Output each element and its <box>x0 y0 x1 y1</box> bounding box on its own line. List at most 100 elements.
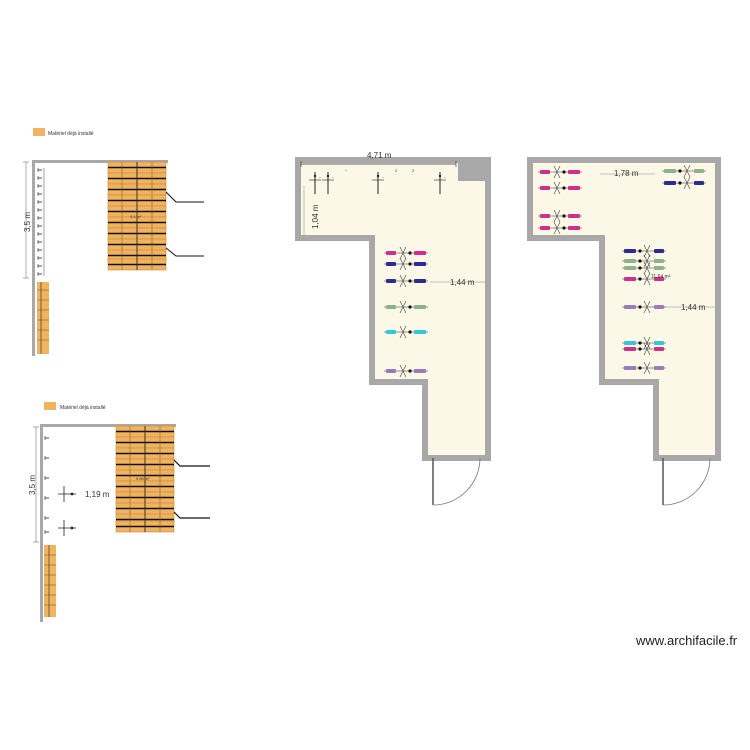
bike-symbol <box>662 164 706 178</box>
bike-hub <box>678 181 682 185</box>
bike-symbol <box>384 325 428 339</box>
bike-hub <box>562 170 566 174</box>
plan-b <box>33 424 210 622</box>
bike-symbol <box>384 246 428 260</box>
bike-rack-b <box>58 486 76 536</box>
bike-hub <box>408 262 412 266</box>
bike-hub <box>408 251 412 255</box>
bike-wheel <box>414 369 426 373</box>
bike-wheel <box>624 305 636 309</box>
wall-bikes-c: ^ 2 2 <box>308 168 447 195</box>
bike-wheel <box>654 277 664 281</box>
bike-symbol <box>384 274 428 288</box>
bike-frame <box>553 209 561 223</box>
bike-wheel <box>568 214 580 218</box>
bike-wheel <box>386 262 396 266</box>
plan-b-dim-left: 3,5 m <box>28 475 37 495</box>
installed-stack-a <box>37 282 49 354</box>
bike-frame <box>643 336 651 350</box>
bike-wheel <box>624 249 636 253</box>
plan-d-area: 11,64 m² <box>651 274 671 280</box>
bike-frame <box>643 244 651 258</box>
bike-wheel <box>624 366 636 370</box>
svg-text:2: 2 <box>395 168 398 173</box>
bike-wheel <box>654 266 664 270</box>
bike-hub <box>638 259 642 263</box>
plan-d <box>527 157 721 506</box>
bike-hub <box>562 186 566 190</box>
plan-b-dim-inner: 1,19 m <box>85 490 110 499</box>
bike-frame <box>643 272 651 286</box>
door-d <box>662 457 711 506</box>
bike-frame <box>399 246 407 260</box>
svg-text:^: ^ <box>345 168 347 173</box>
bike-hub <box>638 366 642 370</box>
bike-hub <box>408 279 412 283</box>
bike-wheel <box>624 341 636 345</box>
bike-hub <box>638 277 642 281</box>
bike-frame <box>683 164 691 178</box>
bike-frame <box>553 181 561 195</box>
bike-frame <box>643 261 651 275</box>
wall-hooks-a <box>37 167 45 277</box>
bike-wheel <box>386 251 396 255</box>
bike-wheel <box>386 369 396 373</box>
bike-frame <box>399 257 407 271</box>
bike-symbol <box>622 244 666 258</box>
installed-rack-a <box>107 161 204 271</box>
bike-symbol <box>538 209 582 223</box>
bike-wheel <box>540 170 550 174</box>
plan-a-area: 9,4 m² <box>130 214 142 219</box>
bike-hub <box>638 305 642 309</box>
bike-wheel <box>568 170 580 174</box>
bike-frame <box>399 300 407 314</box>
door-c <box>432 457 481 506</box>
bike-wheel <box>540 214 550 218</box>
bike-symbol <box>384 300 428 314</box>
plan-c-dim-top: 4,71 m <box>367 151 392 160</box>
bike-wheel <box>386 305 396 309</box>
bike-frame <box>553 165 561 179</box>
svg-text:2: 2 <box>412 168 415 173</box>
bike-wheel <box>414 262 426 266</box>
bike-wheel <box>414 251 426 255</box>
bike-symbol <box>622 342 666 356</box>
installed-stack-b <box>44 545 56 617</box>
plan-b-area: 9,85 m² <box>136 476 150 481</box>
bike-wheel <box>664 169 676 173</box>
bike-frame <box>643 300 651 314</box>
bike-hub <box>408 369 412 373</box>
plan-c-dim-left: 1,04 m <box>311 204 320 229</box>
legend-bottom-label: Matériel déjà installé <box>60 405 106 411</box>
bike-wheel <box>624 277 636 281</box>
bike-wheel <box>694 169 704 173</box>
bike-wheel <box>624 266 636 270</box>
legend-top-label: Matériel déjà installé <box>48 131 94 137</box>
archifacile-watermark: www.archifacile.fr <box>636 633 738 648</box>
bike-wheel <box>414 279 426 283</box>
bike-symbol <box>384 364 428 378</box>
bike-frame <box>643 342 651 356</box>
bike-wheel <box>654 347 664 351</box>
bike-hub <box>408 305 412 309</box>
bike-symbol <box>622 272 666 286</box>
bike-symbol <box>384 257 428 271</box>
bike-symbol <box>622 336 666 350</box>
bike-hub <box>638 266 642 270</box>
plan-d-dim-top: 1,78 m <box>614 169 639 178</box>
bike-wheel <box>664 181 676 185</box>
wall-hooks-b <box>44 435 50 535</box>
bike-frame <box>643 254 651 268</box>
bike-wheel <box>624 259 636 263</box>
bike-wheel <box>414 305 426 309</box>
bike-frame <box>643 361 651 375</box>
bike-wheel <box>654 366 664 370</box>
bike-wheel <box>654 249 664 253</box>
bike-wheel <box>386 279 396 283</box>
bike-symbol <box>622 261 666 275</box>
bike-symbol <box>622 361 666 375</box>
plan-a <box>23 160 204 356</box>
bike-frame <box>399 364 407 378</box>
bike-wheel <box>694 181 704 185</box>
